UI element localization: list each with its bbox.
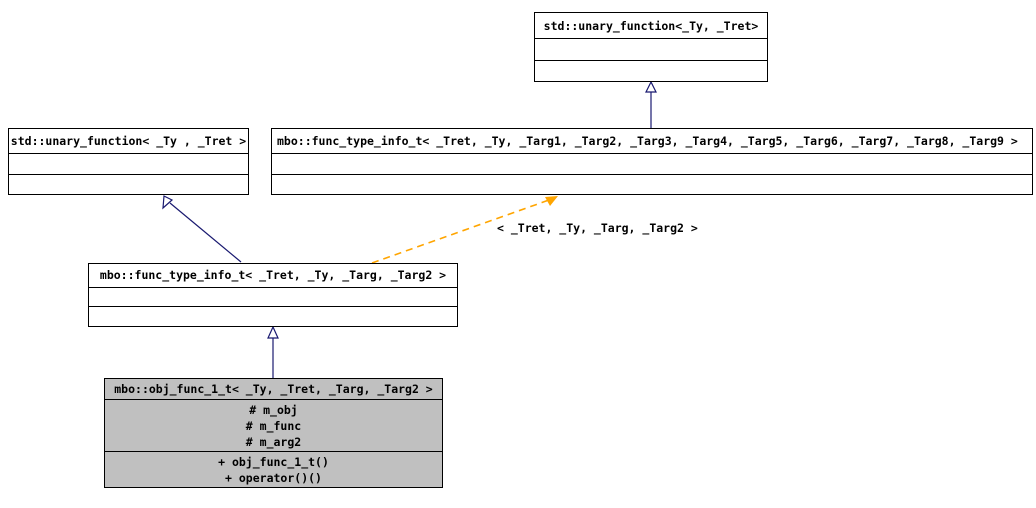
class-node-std-unary-function-left[interactable]: std::unary_function< _Ty , _Tret > — [8, 128, 249, 195]
class-title: mbo::func_type_info_t< _Tret, _Ty, _Targ… — [277, 134, 1018, 149]
class-node-std-unary-function-top[interactable]: std::unary_function<_Ty, _Tret> — [534, 12, 768, 82]
section-divider — [272, 173, 1032, 175]
section-divider — [9, 153, 248, 155]
section-divider — [89, 306, 457, 308]
attributes-section — [89, 288, 457, 307]
attributes-section — [272, 154, 1032, 173]
edge-inherit-left — [162, 195, 242, 263]
operations-section — [9, 175, 248, 194]
class-title: mbo::func_type_info_t< _Tret, _Ty, _Targ… — [99, 268, 447, 283]
attributes-section — [535, 39, 767, 59]
operations-section: + obj_func_1_t() + operator()() — [105, 452, 442, 487]
attribute-item: # m_obj — [249, 402, 298, 417]
operations-section — [272, 175, 1032, 194]
edge-inherit-bottom — [267, 325, 279, 378]
operations-section — [535, 61, 767, 81]
class-node-mbo-func-type-info-t-2[interactable]: mbo::func_type_info_t< _Tret, _Ty, _Targ… — [88, 263, 458, 327]
operation-item: + operator()() — [225, 470, 322, 485]
class-node-mbo-obj-func-1-t[interactable]: mbo::obj_func_1_t< _Ty, _Tret, _Targ, _T… — [104, 378, 443, 488]
section-divider — [535, 59, 767, 61]
edge-inherit-top — [645, 80, 657, 128]
section-divider — [89, 286, 457, 288]
class-node-mbo-func-type-info-t-9[interactable]: mbo::func_type_info_t< _Tret, _Ty, _Targ… — [271, 128, 1033, 195]
section-divider — [272, 153, 1032, 155]
attribute-item: # m_func — [245, 418, 302, 433]
edge-label-template-binding: < _Tret, _Ty, _Targ, _Targ2 > — [497, 221, 698, 235]
operations-section — [89, 307, 457, 326]
section-divider — [105, 399, 442, 400]
attributes-section: # m_obj # m_func # m_arg2 — [105, 400, 442, 451]
class-title: std::unary_function<_Ty, _Tret> — [543, 18, 759, 33]
operation-item: + obj_func_1_t() — [218, 454, 329, 469]
section-divider — [535, 38, 767, 40]
section-divider — [105, 451, 442, 452]
attribute-item: # m_arg2 — [245, 434, 302, 449]
attributes-section — [9, 154, 248, 173]
class-title: mbo::obj_func_1_t< _Ty, _Tret, _Targ, _T… — [114, 382, 433, 396]
section-divider — [9, 173, 248, 175]
class-title: std::unary_function< _Ty , _Tret > — [10, 134, 247, 149]
